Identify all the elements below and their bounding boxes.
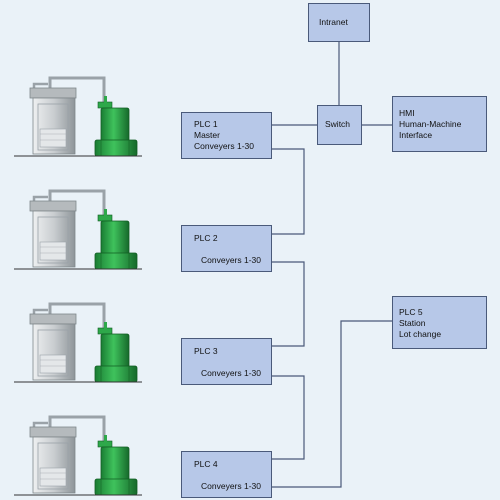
station-1 [12, 76, 144, 158]
link-plc4-plc5 [272, 320, 392, 488]
link-plc2-plc3 [272, 261, 305, 347]
plc5-line3: Lot change [399, 329, 442, 339]
plc1-box: PLC 1 Master Conveyers 1-30 [181, 112, 272, 159]
hmi-line2: Human-Machine [399, 119, 462, 129]
plc5-line1: PLC 5 [399, 307, 423, 317]
intranet-box: Intranet [308, 3, 370, 42]
hmi-box: HMI Human-Machine Interface [392, 96, 487, 152]
plc1-line2: Master [194, 130, 220, 140]
station-4 [12, 415, 144, 497]
link-plc3-plc4 [272, 375, 305, 460]
plc2-line2: Conveyers 1-30 [201, 255, 262, 265]
plc2-line1: PLC 2 [194, 233, 218, 243]
plc5-box: PLC 5 Station Lot change [392, 296, 487, 349]
intranet-label: Intranet [319, 17, 348, 27]
plc3-box: PLC 3 Conveyers 1-30 [181, 338, 272, 385]
plc1-line3: Conveyers 1-30 [194, 141, 255, 151]
link-plc1-plc2 [272, 148, 305, 235]
hmi-line3: Interface [399, 130, 433, 140]
switch-label: Switch [325, 119, 351, 129]
plc4-line2: Conveyers 1-30 [201, 481, 262, 491]
plc3-line1: PLC 3 [194, 346, 218, 356]
plc5-line2: Station [399, 318, 426, 328]
plc2-box: PLC 2 Conveyers 1-30 [181, 225, 272, 272]
switch-box: Switch [317, 105, 362, 145]
plc3-line2: Conveyers 1-30 [201, 368, 262, 378]
station-2 [12, 189, 144, 271]
station-3 [12, 302, 144, 384]
equipment-column [12, 76, 144, 497]
plc1-line1: PLC 1 [194, 119, 218, 129]
plc4-line1: PLC 4 [194, 459, 218, 469]
hmi-line1: HMI [399, 108, 415, 118]
plc4-box: PLC 4 Conveyers 1-30 [181, 451, 272, 498]
